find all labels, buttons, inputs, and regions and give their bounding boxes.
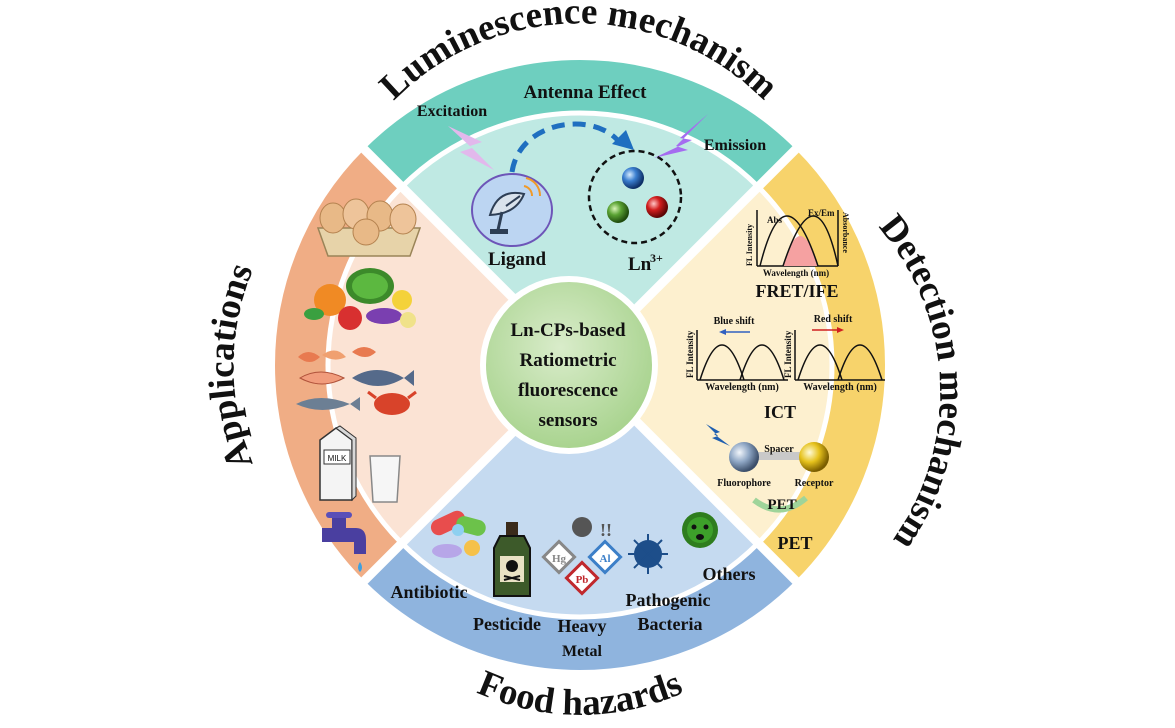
ln-superscript: 3+ — [650, 251, 663, 265]
green-ion-sphere — [607, 201, 629, 223]
detection-content: Abs Ex/Em FL Intensity Absorbance Wavele… — [685, 208, 885, 553]
pet-inner-label: PET — [767, 497, 796, 513]
milk-carton-text: MILK — [328, 454, 347, 463]
ict-x-label-left: Wavelength (nm) — [705, 382, 779, 393]
ict-red-shift-plot: Red shift FL Intensity Wavelength (nm) — [783, 314, 885, 393]
ring-outer-border — [269, 54, 891, 676]
spacer-bar — [758, 452, 802, 460]
eggs-carton-icon — [316, 198, 422, 257]
ln-ion-circle — [587, 149, 683, 245]
spacer-label: Spacer — [764, 444, 794, 455]
receptor-sphere — [799, 442, 829, 472]
center-line-1: Ln-CPs-based — [510, 320, 626, 341]
food-hazards-quadrant — [401, 365, 759, 618]
heavy-label: Heavy — [558, 616, 607, 636]
applications-quadrant — [328, 186, 580, 544]
fret-abs-label: Abs — [767, 215, 783, 225]
center-line-4: sensors — [538, 410, 597, 431]
luminescence-quadrant — [401, 113, 759, 365]
center-line-3: fluorescence — [518, 380, 618, 401]
luminescence-content: Antenna Effect Excitation Emission Ligan… — [417, 82, 766, 275]
bacteria-icon — [628, 534, 668, 574]
blue-shift-label: Blue shift — [714, 316, 756, 327]
antibiotic-label: Antibiotic — [390, 582, 467, 602]
water-tap-icon — [322, 512, 366, 572]
fret-spectrum-plot: Abs Ex/Em FL Intensity Absorbance Wavele… — [745, 208, 850, 278]
ict-y-label-left: FL Intensity — [685, 330, 695, 378]
antibiotic-pills-icon — [430, 510, 486, 558]
excitation-label: Excitation — [417, 103, 487, 120]
satellite-dish-icon — [488, 177, 542, 234]
red-shift-label: Red shift — [814, 314, 853, 325]
hg-label: Hg — [552, 553, 567, 565]
red-ion-sphere — [646, 196, 668, 218]
fruits-vegetables-icon — [304, 268, 416, 330]
fret-y-right-label: Absorbance — [841, 212, 850, 253]
applications-ring-sector — [272, 147, 402, 583]
applications-content: MILK — [296, 198, 422, 572]
emission-lightning-icon — [654, 114, 708, 158]
milk-glass-icon — [369, 455, 401, 503]
excitation-lightning-icon — [448, 126, 494, 170]
ict-x-label-right: Wavelength (nm) — [803, 382, 877, 393]
emission-label: Emission — [704, 137, 766, 154]
ict-label: ICT — [764, 402, 796, 422]
heavy-metal-icon: !! Hg Al Pb — [541, 517, 623, 596]
fret-y-left-label: FL Intensity — [745, 224, 754, 266]
pet-label: PET — [777, 533, 812, 553]
ict-blue-shift-plot: Blue shift FL Intensity Wavelength (nm) — [685, 316, 788, 393]
fluorophore-sphere — [729, 442, 759, 472]
ln-label: Ln — [628, 254, 652, 275]
luminescence-ring-sector — [362, 57, 798, 187]
pesticide-bottle-icon — [493, 522, 531, 597]
receptor-label: Receptor — [795, 478, 834, 489]
antenna-effect-label: Antenna Effect — [524, 82, 648, 103]
red-shift-arrowhead — [837, 327, 844, 333]
energy-transfer-arrow — [509, 121, 625, 173]
fret-exem-label: Ex/Em — [808, 208, 835, 218]
ligand-label: Ligand — [488, 249, 547, 270]
ring-inner-border — [325, 110, 835, 620]
al-label: Al — [600, 553, 611, 565]
bacteria-label: Bacteria — [638, 614, 703, 634]
pb-label: Pb — [576, 574, 589, 586]
others-label: Others — [703, 564, 756, 584]
pesticide-label: Pesticide — [473, 614, 541, 634]
applications-title: Applications — [201, 258, 261, 475]
food-hazards-ring-sector — [362, 543, 798, 673]
fret-ife-label: FRET/IFE — [755, 281, 838, 301]
metal-label: Metal — [562, 643, 603, 660]
virus-icon — [682, 512, 718, 548]
pathogenic-label: Pathogenic — [626, 590, 711, 610]
milk-carton-icon: MILK — [319, 425, 357, 502]
food-hazards-content: Antibiotic Pesticide !! Hg Al Pb Heavy M… — [390, 510, 756, 660]
center-line-2: Ratiometric — [519, 350, 616, 371]
pet-transfer-arrow — [752, 495, 808, 513]
fluorophore-label: Fluorophore — [717, 478, 771, 489]
pet-lightning-icon — [706, 424, 730, 446]
ict-y-label-right: FL Intensity — [783, 330, 793, 378]
detection-ring-sector — [758, 147, 888, 583]
center-circle — [480, 276, 658, 454]
blue-shift-arrowhead — [719, 329, 726, 335]
energy-transfer-arrowhead — [612, 130, 634, 150]
fret-x-label: Wavelength (nm) — [763, 268, 829, 278]
blue-ion-sphere — [622, 167, 644, 189]
seafood-icon — [296, 347, 417, 415]
skull-exclaim-icon: !! — [600, 520, 612, 540]
